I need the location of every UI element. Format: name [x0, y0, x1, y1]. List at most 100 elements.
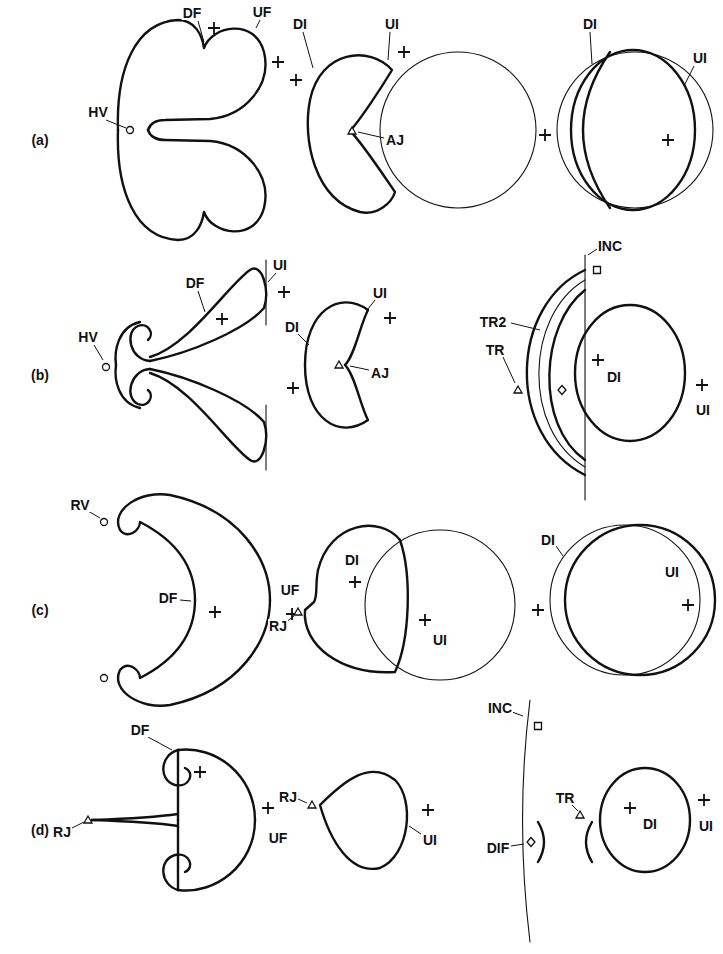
region-label: DI: [540, 533, 556, 547]
region-label: UI: [272, 258, 288, 272]
panel-label: (a): [30, 133, 49, 147]
plus-sign: [216, 313, 228, 325]
vortex-outline: [308, 55, 395, 212]
region-label: RJ: [278, 790, 298, 804]
region-label: UI: [698, 819, 714, 833]
region-label: DI: [284, 320, 300, 334]
plus-sign: [208, 22, 220, 34]
region-label: DF: [185, 276, 206, 290]
region-label: DF: [130, 723, 151, 737]
region-label: DF: [182, 6, 203, 20]
plus-sign: [278, 286, 290, 298]
plus-sign: [384, 312, 396, 324]
vortex-outline: [178, 749, 255, 820]
vortex-marker: [576, 811, 584, 818]
vortex-outline: [549, 290, 585, 460]
region-label: DI: [642, 817, 658, 831]
leader-line: [358, 132, 384, 138]
leader-line: [556, 546, 563, 556]
region-label: UI: [692, 51, 708, 65]
region-label: DI: [292, 17, 308, 31]
plus-sign: [532, 604, 544, 616]
region-label: DI: [582, 17, 598, 31]
plus-sign: [696, 379, 708, 391]
vortex-outline: [118, 130, 266, 240]
vortex-outline: [538, 822, 544, 862]
region-label: TR: [485, 343, 506, 357]
plus-sign: [592, 354, 604, 366]
region-label: INC: [487, 701, 513, 715]
leader-line: [409, 826, 421, 834]
vortex-outline: [163, 750, 190, 785]
vortex-outline: [116, 322, 140, 365]
leader-line: [684, 66, 694, 86]
vortex-outline: [523, 700, 531, 942]
leader-line: [88, 511, 100, 518]
vortex-marker: [335, 361, 343, 368]
vortex-outline: [527, 270, 585, 475]
region-label: HV: [87, 105, 108, 119]
vortex-outline: [92, 820, 178, 826]
vortex-marker: [101, 519, 108, 526]
leader-line: [512, 712, 523, 716]
region-label: HV: [77, 330, 98, 344]
leader-line: [350, 366, 369, 370]
ring-outline: [557, 52, 713, 208]
vortex-outline: [163, 855, 190, 890]
vortex-marker: [101, 675, 108, 682]
ring-outline: [380, 52, 536, 208]
vortex-outline: [130, 369, 150, 405]
region-label: UI: [422, 833, 438, 847]
outline-group: [92, 20, 610, 942]
region-label: DI: [606, 370, 622, 384]
leader-line: [588, 249, 597, 255]
vortex-marker: [527, 838, 535, 847]
vortex-marker: [594, 267, 601, 274]
region-label: RV: [69, 498, 90, 512]
region-label: INC: [597, 239, 623, 253]
plus-sign: [209, 606, 221, 618]
region-label: TR: [555, 791, 576, 805]
vortex-outline: [150, 269, 266, 361]
vortex-marker: [127, 127, 134, 134]
vortex-outline: [92, 814, 178, 820]
ring-outline: [575, 305, 685, 441]
vortex-outline: [586, 822, 592, 862]
leader-line: [198, 21, 204, 42]
plus-sign: [194, 766, 206, 778]
plus-sign: [682, 599, 694, 611]
plus-sign: [422, 804, 434, 816]
vortex-outline: [118, 20, 266, 130]
leader-line: [180, 600, 191, 601]
ring-outline: [600, 768, 690, 872]
panel-label: (d): [30, 823, 50, 837]
vortex-marker: [348, 127, 356, 134]
leader-line: [572, 805, 578, 811]
leader-line: [298, 799, 307, 803]
plus-sign: [290, 74, 302, 86]
leader-line: [148, 737, 172, 750]
vortex-outline: [150, 369, 266, 461]
vortex-outline: [178, 820, 255, 891]
ring-group: [365, 50, 715, 872]
plus-sign: [398, 46, 410, 58]
plus-sign: [662, 134, 674, 146]
region-label: UF: [280, 583, 301, 597]
region-label: DIF: [486, 841, 511, 855]
leader-line: [303, 32, 313, 68]
ring-outline: [565, 525, 715, 675]
marker-group: [84, 22, 710, 847]
vortex-marker: [535, 723, 542, 730]
leader-line: [388, 32, 390, 60]
vortex-outline: [305, 365, 368, 428]
vortex-marker: [308, 801, 316, 808]
region-label: UF: [268, 831, 289, 845]
region-label: AJ: [370, 366, 390, 380]
region-label: DF: [158, 591, 179, 605]
panel-label: (c): [30, 603, 49, 617]
plus-sign: [624, 802, 636, 814]
ring-outline: [571, 50, 695, 210]
panel-label: (b): [30, 368, 50, 382]
vortex-outline: [539, 280, 585, 467]
leader-line: [106, 120, 126, 128]
